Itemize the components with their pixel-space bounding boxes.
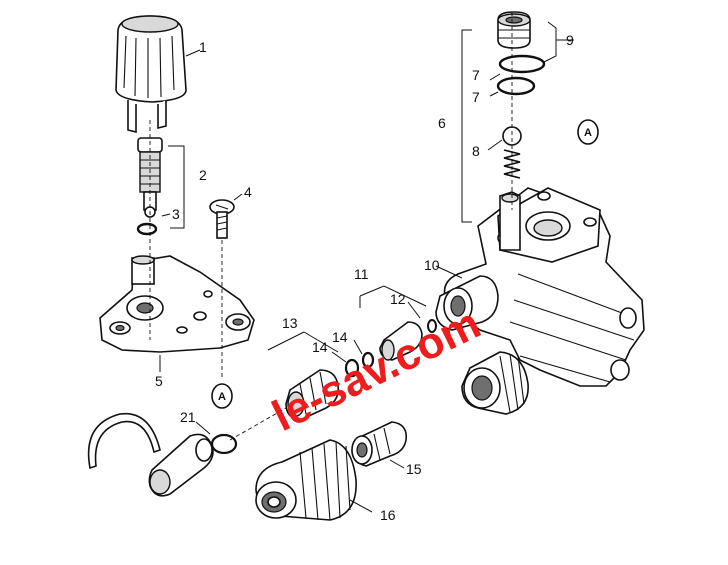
part-8-ball <box>502 126 522 146</box>
part-16-coupling <box>255 439 357 521</box>
label-14b: 14 <box>332 329 348 345</box>
label-14a: 14 <box>312 339 328 355</box>
part-nut <box>461 351 529 415</box>
bracket-13 <box>267 331 339 353</box>
label-4: 4 <box>244 184 252 200</box>
label-16: 16 <box>380 507 396 523</box>
bracket-2 <box>168 145 185 229</box>
part-9-cap <box>497 11 531 49</box>
part-1-knob <box>115 15 187 134</box>
label-3: 3 <box>172 206 180 222</box>
part-14-oring-a <box>344 358 360 378</box>
label-7b: 7 <box>472 89 480 105</box>
label-1: 1 <box>199 39 207 55</box>
svg-text:A: A <box>218 391 226 403</box>
label-2: 2 <box>199 167 207 183</box>
bracket-9 <box>543 21 557 63</box>
label-9: 9 <box>566 32 574 48</box>
label-10: 10 <box>424 257 440 273</box>
part-12-sleeve <box>379 319 437 361</box>
reference-mark-a-left: A <box>211 383 233 409</box>
label-12: 12 <box>390 291 406 307</box>
part-15-nipple <box>351 421 408 467</box>
bracket-6 <box>461 29 472 223</box>
bracket-11 <box>359 285 427 308</box>
reference-mark-a-right: A <box>577 119 599 145</box>
part-21-connector <box>148 399 301 497</box>
label-15: 15 <box>406 461 422 477</box>
part-10-pump-housing <box>435 187 645 387</box>
label-7a: 7 <box>472 67 480 83</box>
part-3-oring <box>136 222 158 236</box>
label-21: 21 <box>180 409 196 425</box>
part-number-labels: 1 2 3 4 5 6 7 7 8 9 10 11 12 13 14 14 15… <box>155 32 574 523</box>
part-13-valve <box>285 369 340 421</box>
svg-text:A: A <box>584 127 592 139</box>
part-7-oring-b <box>496 76 536 96</box>
label-6: 6 <box>438 115 446 131</box>
part-14-oring-b <box>361 351 375 369</box>
part-4-screw <box>209 199 235 239</box>
watermark-text: le-sav.com <box>265 299 488 441</box>
label-11: 11 <box>354 266 369 282</box>
leader-lines <box>159 39 574 513</box>
part-clip <box>87 412 161 470</box>
part-7-oring-a <box>498 54 546 74</box>
part-spring <box>503 149 521 179</box>
part-5-base-plate <box>99 120 255 380</box>
label-5: 5 <box>155 373 163 389</box>
label-8: 8 <box>472 143 480 159</box>
label-13: 13 <box>282 315 298 331</box>
